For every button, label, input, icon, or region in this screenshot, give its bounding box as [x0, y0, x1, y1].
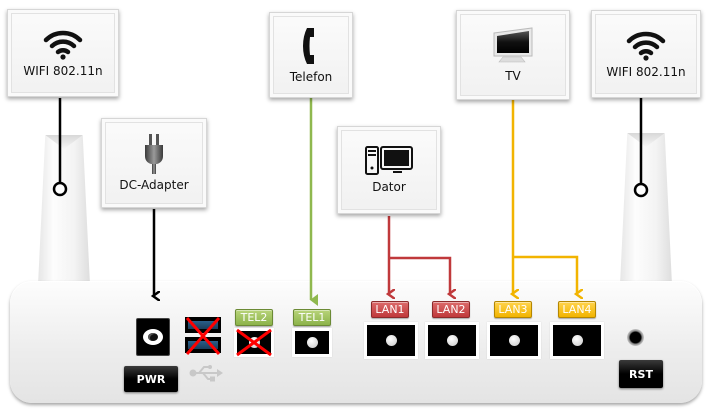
computer-icon: [365, 146, 413, 175]
wifi-icon: [43, 30, 83, 60]
tv-card: TV: [456, 10, 570, 100]
lan3-tag: LAN3: [494, 301, 532, 318]
wifi-right-connector: [633, 182, 649, 198]
wifi-left-connector: [52, 181, 68, 197]
right-antenna: [620, 133, 672, 285]
rst-label: RST: [619, 360, 663, 388]
dc-adapter-label: DC-Adapter: [119, 178, 189, 192]
tv-line-lan4: [513, 255, 577, 294]
usb-port-1: [185, 317, 221, 333]
dc-adapter-card: DC-Adapter: [101, 118, 207, 208]
usb-ports: [185, 316, 221, 356]
usb-symbol-icon: [189, 365, 223, 382]
disabled-cross-icon: [185, 317, 221, 355]
telefon-card: Telefon: [269, 12, 353, 98]
lan2-tag: LAN2: [432, 301, 470, 318]
dator-card: Dator: [337, 126, 441, 214]
lan1-tag: LAN1: [371, 301, 409, 318]
lan4-port[interactable]: [550, 322, 604, 359]
reset-hole[interactable]: [627, 329, 644, 346]
tv-icon: [493, 27, 533, 63]
tel1-port[interactable]: [292, 328, 332, 357]
lan4-tag: LAN4: [558, 301, 596, 318]
left-antenna: [38, 135, 90, 285]
lan3-port[interactable]: [487, 322, 541, 359]
tel2-port: [234, 328, 274, 357]
wifi-icon: [626, 31, 666, 61]
dator-line-lan2: [389, 256, 450, 294]
pwr-socket-icon: [143, 329, 163, 345]
telefon-label: Telefon: [289, 70, 333, 84]
usb-port-2: [185, 337, 221, 353]
wifi-left-card: WIFI 802.11n: [7, 9, 119, 97]
wifi-right-label: WIFI 802.11n: [606, 65, 686, 79]
tel2-tag: TEL2: [235, 309, 273, 326]
dator-label: Dator: [372, 180, 406, 194]
disabled-cross-icon: [236, 328, 272, 357]
phone-icon: [303, 28, 314, 64]
tel1-tag: TEL1: [293, 309, 331, 326]
pwr-port[interactable]: [136, 318, 170, 356]
lan1-port[interactable]: [364, 322, 418, 359]
lan2-port[interactable]: [425, 322, 479, 359]
power-plug-icon: [145, 134, 163, 174]
tv-label: TV: [505, 69, 521, 83]
wifi-right-card: WIFI 802.11n: [591, 10, 701, 98]
pwr-label: PWR: [124, 366, 178, 392]
wifi-left-label: WIFI 802.11n: [23, 64, 103, 78]
